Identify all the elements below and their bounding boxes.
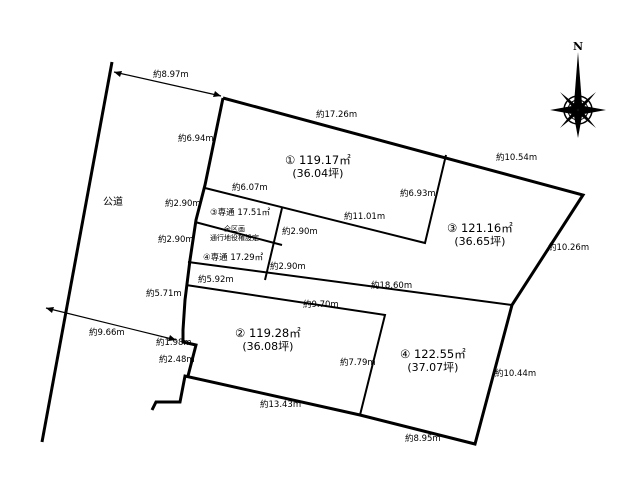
dim-bottom-width: 約9.66m (89, 328, 125, 338)
easement-4-boundary (187, 261, 513, 306)
dimension-arrow-top (113, 71, 222, 97)
dim-lot2-right: 約7.79m (340, 358, 376, 368)
dim-easement4-inner: 約2.90m (270, 262, 306, 272)
compass-icon (550, 52, 606, 138)
dim-lot3-right: 約10.26m (548, 243, 590, 253)
road-label: 公道 (103, 197, 123, 208)
lot-1-boundary (204, 154, 447, 245)
dim-top-width: 約8.97m (153, 70, 189, 80)
compass-north-label: N (573, 40, 584, 53)
dim-easement4-long: 約18.60m (371, 281, 413, 291)
easement-note: 全区画 通行地役権設定 (210, 225, 259, 242)
dim-lot1-bottom: 約11.01m (344, 212, 386, 222)
lot-2-label: ② 119.28㎡ (36.08坪) (235, 326, 301, 354)
site-frontage-boundary (181, 97, 225, 377)
site-outer-boundary (150, 96, 586, 446)
dim-lot2-left: 約5.71m (146, 289, 182, 299)
easement-divider-line (264, 207, 283, 281)
dim-easement4-bottom: 約5.92m (198, 275, 234, 285)
dim-lot2-bottom: 約13.43m (260, 400, 302, 410)
dim-easement3-left: 約2.90m (165, 199, 201, 209)
dim-lot4-right: 約10.44m (495, 369, 537, 379)
lot-1-label: ① 119.17㎡ (36.04坪) (285, 153, 351, 181)
dim-lot3-top: 約10.54m (496, 153, 538, 163)
easement-4-label: ④専通 17.29㎡ (203, 253, 264, 263)
lot-3-label: ③ 121.16㎡ (36.65坪) (447, 221, 513, 249)
dim-lot2-top: 約9.70m (303, 300, 339, 310)
dim-easement-divider: 約2.90m (282, 227, 318, 237)
lot-2-boundary (185, 284, 387, 416)
dim-lot1-bottom-left: 約6.07m (232, 183, 268, 193)
dim-lot1-top: 約17.26m (316, 110, 358, 120)
dim-lot1-left: 約6.94m (178, 134, 214, 144)
dimension-arrow-bottom (45, 307, 177, 341)
dim-easement4-left: 約2.90m (158, 235, 194, 245)
lot-4-label: ④ 122.55㎡ (37.07坪) (400, 347, 466, 375)
dim-lot4-bottom: 約8.95m (405, 434, 441, 444)
easement-3-lower-line (194, 221, 283, 246)
dim-lot2-notch-lower: 約2.48m (159, 355, 195, 365)
road-boundary-line (40, 61, 114, 443)
easement-3-label: ③専通 17.51㎡ (210, 208, 271, 218)
dim-lot1-right: 約6.93m (400, 189, 436, 199)
dim-lot2-notch: 約1.98m (156, 338, 192, 348)
